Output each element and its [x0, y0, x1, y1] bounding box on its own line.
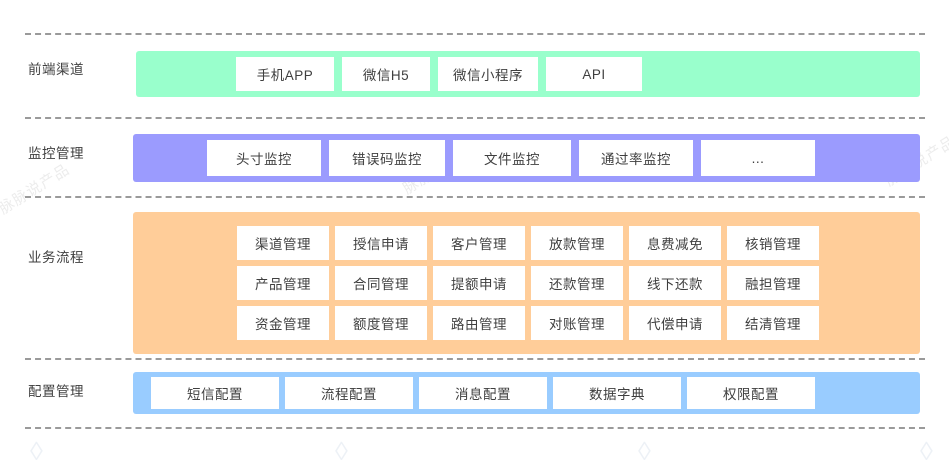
- band-business: 渠道管理 授信申请 客户管理 放款管理 息费减免 核销管理 产品管理 合同管理 …: [133, 212, 920, 354]
- module-data-dictionary[interactable]: 数据字典: [553, 377, 681, 409]
- band-monitoring: 头寸监控 错误码监控 文件监控 通过率监控 ...: [133, 134, 920, 182]
- module-offline-repayment[interactable]: 线下还款: [629, 266, 721, 300]
- module-settlement-management[interactable]: 结清管理: [727, 306, 819, 340]
- module-loan-disbursement[interactable]: 放款管理: [531, 226, 623, 260]
- module-mobile-app[interactable]: 手机APP: [236, 57, 334, 91]
- module-customer-management[interactable]: 客户管理: [433, 226, 525, 260]
- business-grid-row: 资金管理 额度管理 路由管理 对账管理 代偿申请 结清管理: [237, 306, 819, 340]
- module-contract-management[interactable]: 合同管理: [335, 266, 427, 300]
- module-position-monitor[interactable]: 头寸监控: [207, 140, 321, 176]
- module-routing-management[interactable]: 路由管理: [433, 306, 525, 340]
- module-product-management[interactable]: 产品管理: [237, 266, 329, 300]
- layer-label-configuration: 配置管理: [28, 384, 84, 399]
- module-writeoff-management[interactable]: 核销管理: [727, 226, 819, 260]
- watermark-glyph: ◊: [335, 436, 348, 466]
- separator-line: [25, 33, 925, 35]
- module-reconciliation[interactable]: 对账管理: [531, 306, 623, 340]
- layer-monitoring-management: 监控管理 头寸监控 错误码监控 文件监控 通过率监控 ...: [0, 128, 949, 188]
- module-file-monitor[interactable]: 文件监控: [453, 140, 571, 176]
- module-wechat-h5[interactable]: 微信H5: [342, 57, 430, 91]
- module-permission-config[interactable]: 权限配置: [687, 377, 815, 409]
- watermark-glyph: ◊: [638, 436, 651, 466]
- layer-label-frontend: 前端渠道: [28, 62, 84, 77]
- band-frontend: 手机APP 微信H5 微信小程序 API: [136, 51, 920, 97]
- module-quota-management[interactable]: 额度管理: [335, 306, 427, 340]
- module-compensation-request[interactable]: 代偿申请: [629, 306, 721, 340]
- business-grid-row: 产品管理 合同管理 提额申请 还款管理 线下还款 融担管理: [237, 266, 819, 300]
- layer-business-process: 业务流程 渠道管理 授信申请 客户管理 放款管理 息费减免 核销管理 产品管理 …: [0, 206, 949, 358]
- module-sms-config[interactable]: 短信配置: [151, 377, 279, 409]
- module-interest-waiver[interactable]: 息费减免: [629, 226, 721, 260]
- watermark-glyph: ◊: [30, 436, 43, 466]
- watermark-glyph: ◊: [920, 436, 933, 466]
- band-configuration: 短信配置 流程配置 消息配置 数据字典 权限配置: [133, 372, 920, 414]
- layer-label-business: 业务流程: [28, 250, 84, 265]
- module-fund-management[interactable]: 资金管理: [237, 306, 329, 340]
- layer-frontend-channel: 前端渠道 手机APP 微信H5 微信小程序 API: [0, 44, 949, 104]
- business-module-grid: 渠道管理 授信申请 客户管理 放款管理 息费减免 核销管理 产品管理 合同管理 …: [237, 226, 819, 340]
- module-errorcode-monitor[interactable]: 错误码监控: [329, 140, 445, 176]
- layer-label-monitoring: 监控管理: [28, 146, 84, 161]
- module-repayment-management[interactable]: 还款管理: [531, 266, 623, 300]
- module-guarantee-management[interactable]: 融担管理: [727, 266, 819, 300]
- module-limit-increase[interactable]: 提额申请: [433, 266, 525, 300]
- module-channel-management[interactable]: 渠道管理: [237, 226, 329, 260]
- module-api[interactable]: API: [546, 57, 642, 91]
- module-credit-application[interactable]: 授信申请: [335, 226, 427, 260]
- layer-configuration-management: 配置管理 短信配置 流程配置 消息配置 数据字典 权限配置: [0, 368, 949, 428]
- module-process-config[interactable]: 流程配置: [285, 377, 413, 409]
- separator-line: [25, 117, 925, 119]
- separator-line: [25, 427, 925, 429]
- module-passrate-monitor[interactable]: 通过率监控: [579, 140, 693, 176]
- module-message-config[interactable]: 消息配置: [419, 377, 547, 409]
- business-grid-row: 渠道管理 授信申请 客户管理 放款管理 息费减免 核销管理: [237, 226, 819, 260]
- module-wechat-miniprogram[interactable]: 微信小程序: [438, 57, 538, 91]
- separator-line: [25, 358, 925, 360]
- separator-line: [25, 196, 925, 198]
- module-monitor-more[interactable]: ...: [701, 140, 815, 176]
